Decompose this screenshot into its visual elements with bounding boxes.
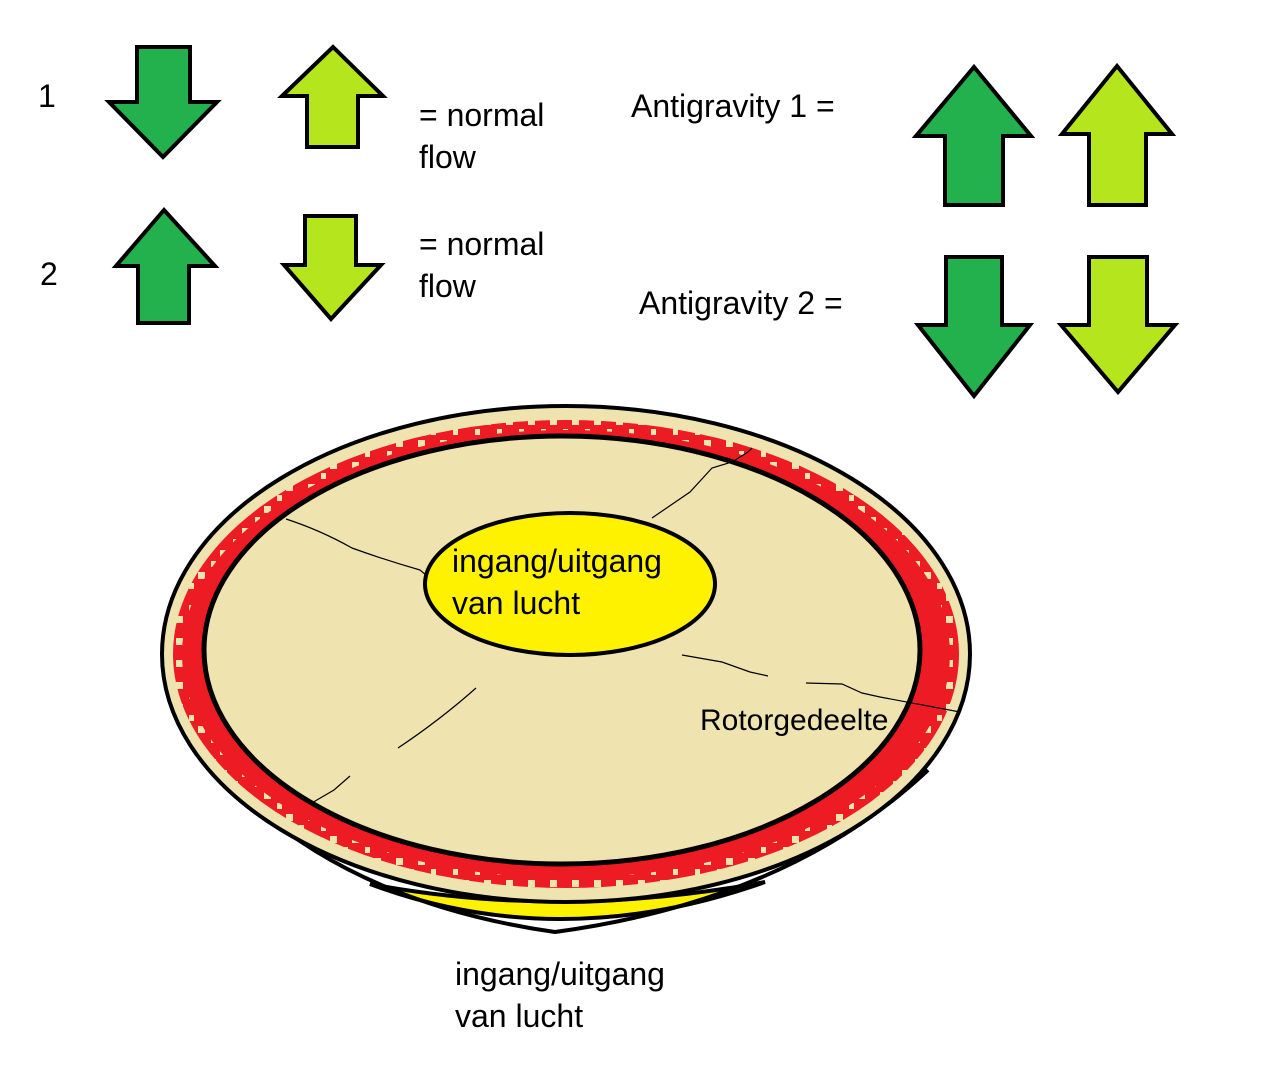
- row2-dark-green-up-arrow: [111, 206, 220, 325]
- bottom-opening-line1: ingang/uitgang: [455, 956, 665, 992]
- antigravity2-light-green-down-arrow: [1056, 255, 1180, 396]
- row2-light-green-down-arrow: [279, 214, 386, 322]
- rotor-blade-lines: [285, 447, 961, 805]
- row1-desc-line1: = normal: [419, 97, 545, 133]
- top-opening-line2: van lucht: [452, 585, 581, 621]
- row2-desc-line2: flow: [419, 268, 476, 304]
- row1-description: = normal flow: [419, 94, 544, 178]
- legend-arrows: [104, 44, 1180, 400]
- antigravity2-dark-green-down-arrow: [913, 255, 1035, 400]
- bottom-opening-line2: van lucht: [455, 998, 584, 1034]
- antigravity1-light-green-up-arrow: [1057, 62, 1177, 207]
- row1-dark-green-down-arrow: [104, 45, 222, 160]
- row1-light-green-up-arrow: [277, 44, 388, 149]
- rotor-label: Rotorgedeelte: [700, 704, 889, 737]
- top-opening-line1: ingang/uitgang: [452, 543, 662, 579]
- top-air-opening: [423, 511, 717, 657]
- top-opening-label: ingang/uitgang van lucht: [452, 540, 662, 624]
- antigravity1-label: Antigravity 1 =: [631, 88, 835, 124]
- rotor-disk: [160, 404, 972, 935]
- row2-desc-line1: = normal: [419, 226, 545, 262]
- row2-number: 2: [40, 256, 58, 292]
- bottom-opening-label: ingang/uitgang van lucht: [455, 953, 665, 1037]
- row1-desc-line2: flow: [419, 139, 476, 175]
- antigravity1-dark-green-up-arrow: [911, 63, 1036, 207]
- row2-description: = normal flow: [419, 223, 544, 307]
- row1-number: 1: [38, 78, 56, 114]
- antigravity2-label: Antigravity 2 =: [639, 285, 843, 321]
